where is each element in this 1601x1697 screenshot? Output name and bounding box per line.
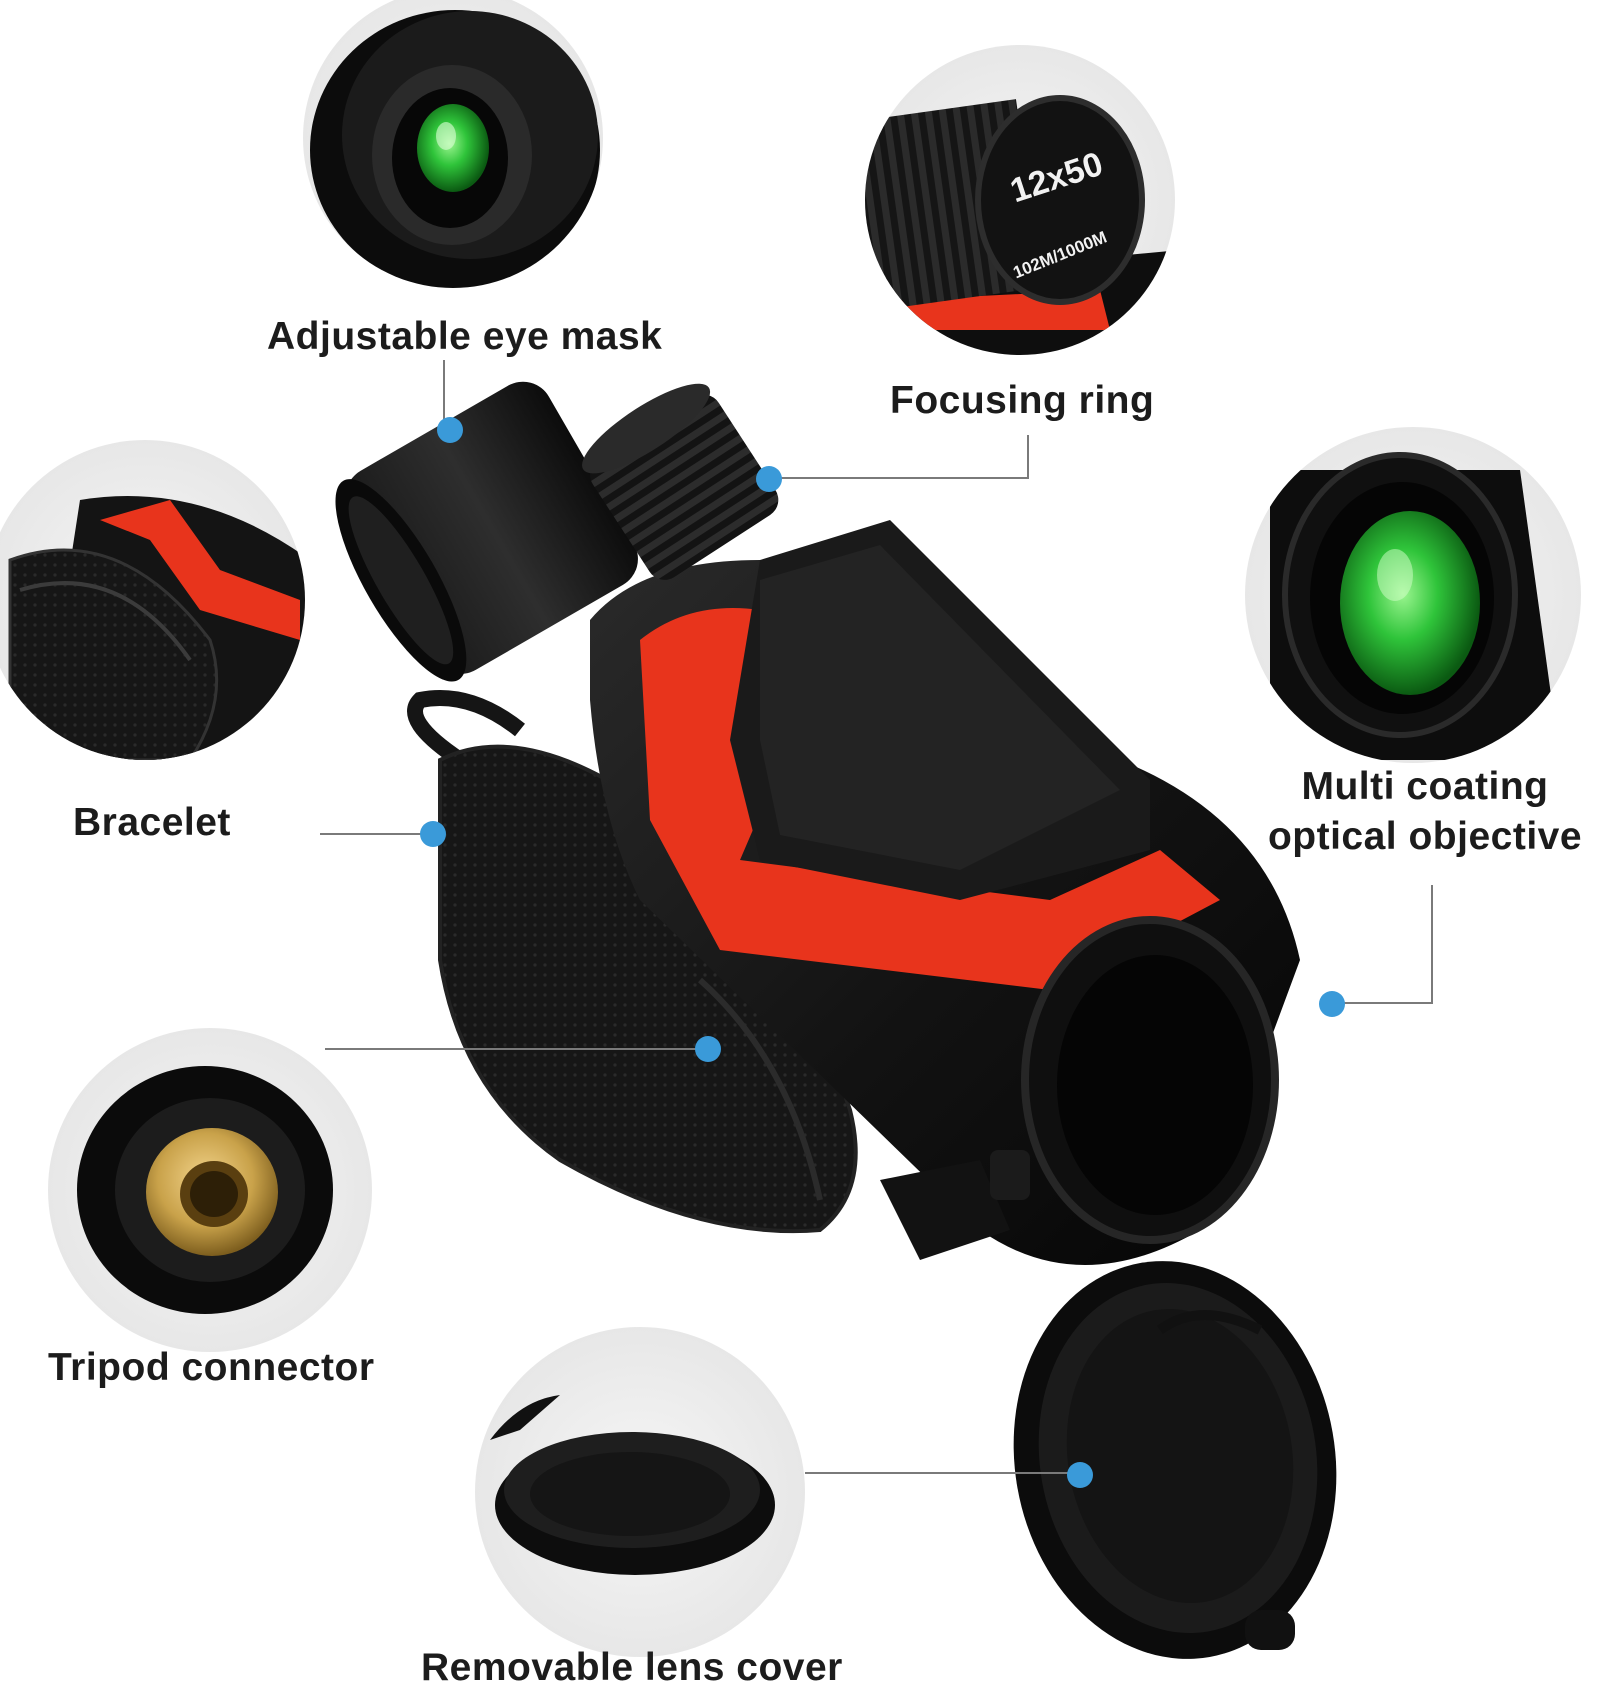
label-focusing-ring: Focusing ring	[890, 379, 1155, 422]
monocular	[335, 381, 1300, 1265]
label-optical-objective: optical objective	[1267, 815, 1583, 858]
focusing-ring-leader	[770, 435, 1029, 479]
tripod-bubble	[48, 1028, 372, 1352]
eye-mask-bubble	[303, 0, 603, 288]
lens-cap	[1013, 1261, 1337, 1659]
bracelet-bubble	[0, 440, 305, 760]
objective-leader	[1332, 885, 1433, 1004]
strap-dot	[695, 1036, 721, 1062]
focus-knob-icon	[975, 95, 1145, 305]
eyepiece-lens-icon	[417, 104, 489, 192]
lens-cover-bubble	[475, 1327, 805, 1657]
callout-dots	[420, 417, 1345, 1488]
bracelet-dot	[420, 821, 446, 847]
label-tripod-connector: Tripod connector	[48, 1346, 375, 1389]
focusing-ring-dot	[756, 466, 782, 492]
callout-lines	[320, 360, 1433, 1474]
label-adjustable-eye-mask: Adjustable eye mask	[267, 315, 663, 358]
focusing-ring-bubble: 12x50 102M/1000M	[865, 45, 1175, 355]
objective-lens-icon	[1340, 511, 1480, 695]
label-bracelet: Bracelet	[73, 801, 231, 844]
label-multi-coating: Multi coating	[1301, 765, 1549, 808]
objective-bubble	[1245, 427, 1581, 763]
label-removable-lens-cover: Removable lens cover	[421, 1646, 843, 1689]
eye-mask-dot	[437, 417, 463, 443]
lens-cover-dot	[1067, 1462, 1093, 1488]
objective-dot	[1319, 991, 1345, 1017]
